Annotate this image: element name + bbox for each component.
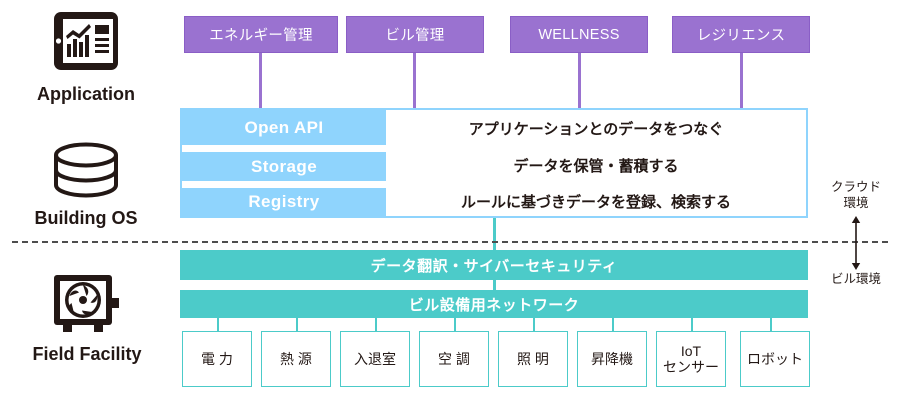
field-facility-box-iot-sensor[interactable]: IoT センサー	[656, 331, 726, 387]
cloud-environment-label: クラウド 環境	[830, 180, 881, 210]
field-facility-box-air-conditioning[interactable]: 空 調	[419, 331, 489, 387]
os-to-network-connector	[493, 218, 496, 250]
hvac-fan-unit-icon	[48, 272, 124, 341]
rail-item-label: Application	[37, 84, 135, 104]
application-connector	[413, 53, 416, 110]
building-os-row-gap	[182, 145, 386, 152]
field-facility-box-lighting[interactable]: 照 明	[498, 331, 568, 387]
field-facility-box-robot[interactable]: ロボット	[740, 331, 810, 387]
facility-stub	[454, 318, 456, 331]
rail-item-application: Application	[26, 10, 146, 110]
building-os-description-open-api: アプリケーションとのデータをつなぐ	[468, 120, 724, 138]
double-headed-vertical-arrow-icon	[848, 216, 864, 275]
facility-stub	[296, 318, 298, 331]
application-connector	[740, 53, 743, 110]
field-facility-box-access-control[interactable]: 入退室	[340, 331, 410, 387]
application-box-building-management[interactable]: ビル管理	[346, 16, 484, 53]
application-box-wellness[interactable]: WELLNESS	[510, 16, 648, 53]
cloud-building-divider	[12, 241, 888, 243]
data-translation-security-bar[interactable]: データ翻訳・サイバーセキュリティ	[180, 250, 808, 280]
application-box-energy-management[interactable]: エネルギー管理	[184, 16, 338, 53]
facility-stub	[533, 318, 535, 331]
building-os-description-registry: ルールに基づきデータを登録、検索する	[460, 193, 731, 211]
facility-stub	[770, 318, 772, 331]
facility-stub	[612, 318, 614, 331]
rail-item-label: Field Facility	[32, 344, 142, 364]
facility-stub	[217, 318, 219, 331]
rail-item-field-facility: Field Facility	[22, 272, 152, 382]
building-os-description-storage: データを保管・蓄積する	[513, 157, 679, 175]
field-facility-box-elevator[interactable]: 昇降機	[577, 331, 647, 387]
building-os-key-registry[interactable]: Registry	[182, 188, 386, 216]
facility-stub	[375, 318, 377, 331]
rail-item-label: Building OS	[34, 208, 138, 228]
building-environment-label: ビル環境	[830, 272, 881, 286]
building-os-row-gap	[182, 181, 386, 188]
field-facility-box-power[interactable]: 電 力	[182, 331, 252, 387]
application-box-resilience[interactable]: レジリエンス	[672, 16, 810, 53]
translation-to-network-connector	[493, 280, 496, 290]
building-os-key-open-api[interactable]: Open API	[182, 110, 386, 145]
application-connector	[578, 53, 581, 110]
building-equipment-network-bar[interactable]: ビル設備用ネットワーク	[180, 290, 808, 318]
field-facility-box-heat-source[interactable]: 熱 源	[261, 331, 331, 387]
application-connector	[259, 53, 262, 110]
tablet-chart-icon	[44, 10, 128, 79]
database-cylinder-icon	[52, 142, 120, 203]
facility-stub	[691, 318, 693, 331]
rail-item-building-os: Building OS	[26, 142, 146, 242]
building-os-key-storage[interactable]: Storage	[182, 152, 386, 181]
